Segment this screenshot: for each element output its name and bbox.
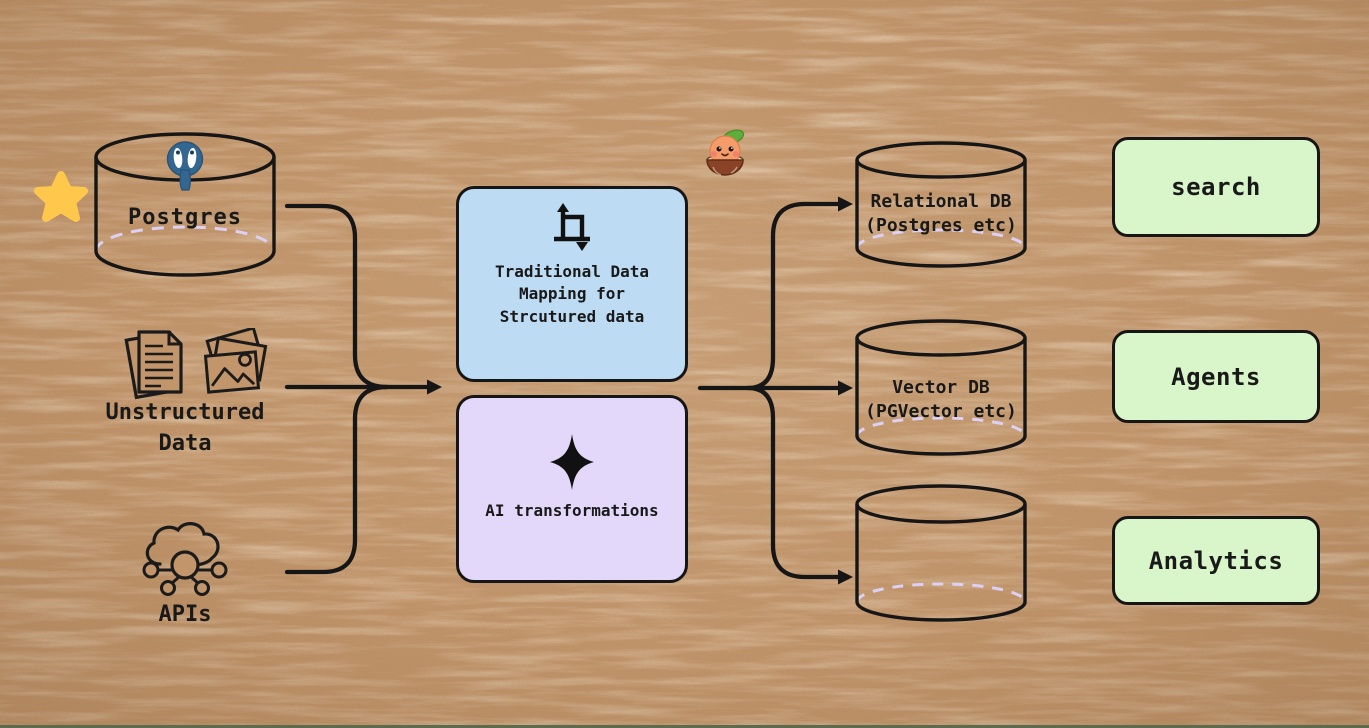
node-blank-db[interactable]: [854, 483, 1028, 625]
arrowhead: [838, 569, 853, 585]
arrow-split-to-relational: [745, 201, 842, 391]
search-label: search: [1171, 173, 1261, 201]
photos-stack-icon: [197, 326, 273, 404]
star-icon: [34, 170, 88, 228]
unstructured-data-label: Unstructured Data: [105, 400, 265, 456]
ai-transformations-label: AI transformations: [485, 501, 659, 520]
arrowhead: [838, 196, 853, 212]
arrowhead: [838, 380, 853, 396]
relational-db-label: Relational DB (Postgres etc): [865, 191, 1017, 237]
traditional-mapping-label: Traditional Data Mapping for Strcutured …: [494, 262, 650, 326]
coconut-mascot-icon: [699, 127, 751, 191]
cylinder-shape: [855, 319, 1027, 456]
node-apis[interactable]: APIs: [128, 518, 242, 630]
postgres-label: Postgres: [128, 205, 242, 230]
cloud-network-icon: [138, 518, 232, 606]
cylinder-shape: [855, 141, 1027, 268]
postgres-elephant-icon: [162, 138, 208, 196]
bottom-edge-strip: [0, 725, 1369, 728]
transform-crop-icon: [459, 201, 685, 253]
arrowhead: [427, 379, 442, 395]
vector-db-label: Vector DB (PGVector etc): [865, 377, 1017, 423]
apis-label: APIs: [158, 602, 212, 627]
node-search[interactable]: search: [1112, 137, 1320, 237]
node-vector-db[interactable]: Vector DB (PGVector etc): [854, 318, 1028, 458]
node-traditional-mapping[interactable]: Traditional Data Mapping for Strcutured …: [456, 186, 688, 382]
node-relational-db[interactable]: Relational DB (Postgres etc): [854, 140, 1028, 270]
arrow-apis-to-merge: [284, 384, 390, 575]
agents-label: Agents: [1171, 362, 1261, 391]
cylinder-shape: [855, 484, 1027, 622]
node-postgres-source[interactable]: Postgres: [93, 131, 277, 281]
documents-stack-icon: [113, 322, 195, 408]
analytics-label: Analytics: [1148, 546, 1284, 575]
sparkle-icon: [459, 434, 685, 490]
node-agents[interactable]: Agents: [1112, 330, 1320, 423]
node-ai-transformations[interactable]: AI transformations: [456, 395, 688, 583]
node-unstructured-data[interactable]: Unstructured Data: [95, 320, 275, 460]
node-analytics[interactable]: Analytics: [1112, 516, 1320, 605]
arrow-split-to-blank: [745, 385, 842, 580]
arrow-postgres-to-merge: [284, 203, 390, 390]
